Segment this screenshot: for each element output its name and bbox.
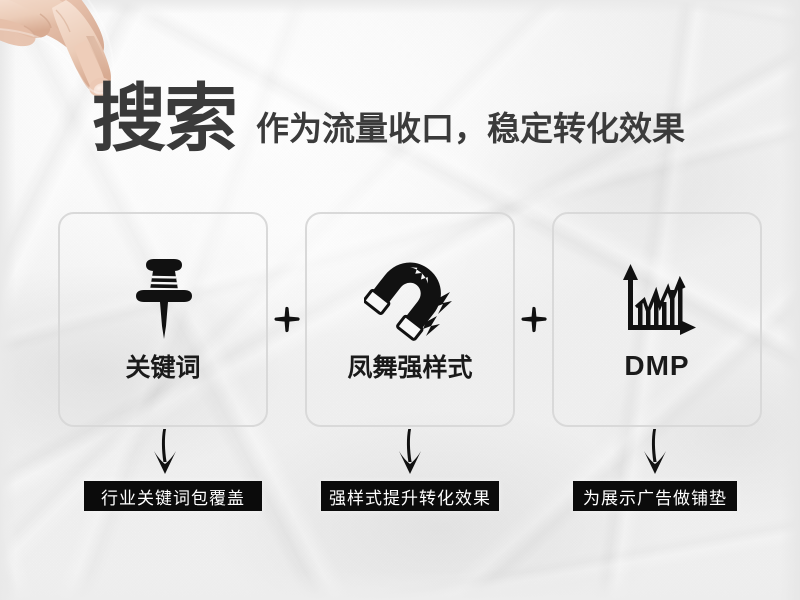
paper-edge-bottom (0, 572, 800, 600)
paper-edge-right (780, 0, 800, 600)
pushpin-icon (124, 256, 202, 342)
outcome-tag-dmp: 为展示广告做铺垫 (573, 481, 737, 511)
pointing-hand-photo (0, 0, 184, 122)
feature-card-label: 凤舞强样式 (347, 353, 473, 382)
feature-card-label: DMP (624, 349, 690, 381)
outcome-tag-strong-style: 强样式提升转化效果 (321, 481, 499, 511)
down-arrow-icon (393, 428, 427, 476)
feature-card-dmp[interactable]: DMP (552, 212, 762, 427)
feature-card-label: 关键词 (125, 353, 201, 382)
arrow-row (58, 428, 762, 476)
page-header: 搜索 作为流量收口，稳定转化效果 (92, 82, 685, 156)
paper-edge-left (0, 0, 16, 600)
down-arrow-icon (638, 428, 672, 476)
plus-separator-2 (515, 212, 552, 427)
feature-card-row: 关键词 (58, 212, 762, 427)
bar-chart-icon (614, 258, 700, 344)
outcome-tag-keyword: 行业关键词包覆盖 (84, 481, 262, 511)
outcome-tag-row: 行业关键词包覆盖 强样式提升转化效果 为展示广告做铺垫 (58, 481, 762, 511)
magnet-icon (364, 256, 456, 342)
down-arrow-icon (148, 428, 182, 476)
plus-separator-1 (268, 212, 305, 427)
feature-card-strong-style[interactable]: 凤舞强样式 (305, 212, 515, 427)
paper-edge-top (0, 0, 800, 14)
page-subtitle: 作为流量收口，稳定转化效果 (256, 110, 685, 147)
page-title: 搜索 (92, 77, 238, 160)
feature-card-keyword[interactable]: 关键词 (58, 212, 268, 427)
